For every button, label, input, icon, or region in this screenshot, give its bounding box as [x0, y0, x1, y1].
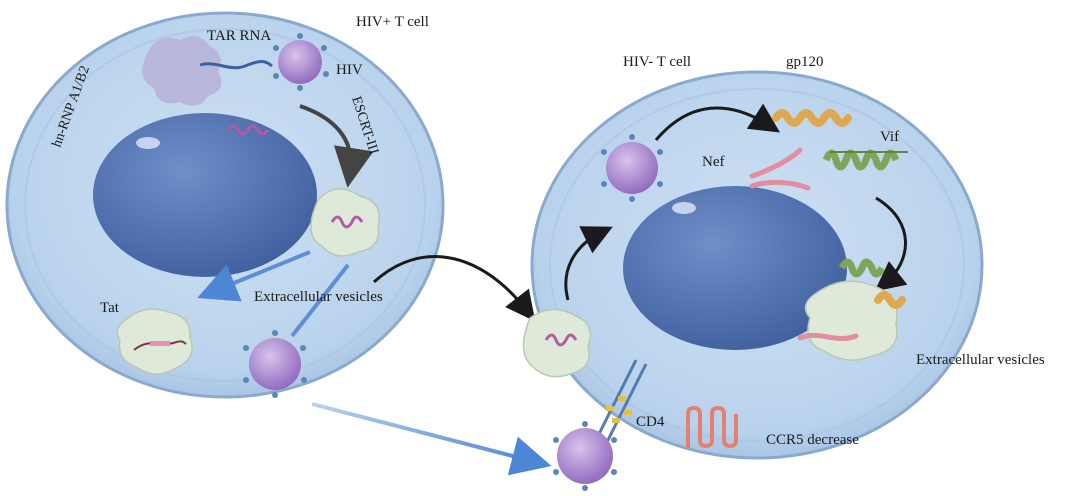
blue-arrow-to-cd4-virus [311, 402, 552, 476]
label-extracellular-vesicles-left: Extracellular vesicles [254, 289, 383, 305]
label-vif: Vif [880, 129, 899, 145]
label-hiv: HIV [336, 62, 363, 78]
gp120-helix [772, 109, 852, 127]
hiv-virus-cd4 [553, 421, 617, 491]
arrow-virus-to-gp120 [654, 103, 781, 141]
nucleus-left [93, 113, 317, 277]
viral-rna-squiggle-left [226, 124, 270, 136]
arrow-vif-down [874, 196, 908, 292]
label-gp120: gp120 [786, 54, 824, 70]
label-tat: Tat [100, 300, 120, 316]
hiv-virus-bottom-left [243, 330, 307, 398]
vif-protein [822, 149, 908, 171]
ccr5-receptor [686, 405, 738, 449]
label-cd4: CD4 [636, 414, 665, 430]
vesicle-right-cargo [797, 258, 906, 361]
label-hiv-positive-cell: HIV+ T cell [356, 14, 429, 30]
hnrnp-protein-blob [142, 36, 222, 106]
blue-arrow-to-tat [197, 250, 311, 302]
hiv-virus-right-inner [601, 134, 663, 202]
label-nef: Nef [702, 154, 725, 170]
label-extracellular-vesicles-right: Extracellular vesicles [916, 352, 1045, 368]
label-hiv-negative-cell: HIV- T cell [623, 54, 691, 70]
hiv-virus-top [273, 33, 329, 91]
label-tar-rna: TAR RNA [207, 28, 271, 44]
nucleus-right [623, 186, 847, 350]
blue-arrow-to-bottom-virus [290, 263, 350, 338]
cd4-receptor [594, 359, 648, 445]
tar-rna-strand [199, 60, 273, 70]
transfer-arrow [372, 255, 536, 322]
arrow-vesicle-to-virus [564, 226, 613, 301]
label-ccr5: CCR5 decrease [766, 432, 859, 448]
tat-vesicle [116, 308, 193, 375]
escrt-arrow [299, 104, 374, 188]
vesicle-left-upper [310, 188, 380, 257]
vesicle-right-entry [522, 308, 591, 378]
nef-protein [749, 147, 811, 191]
